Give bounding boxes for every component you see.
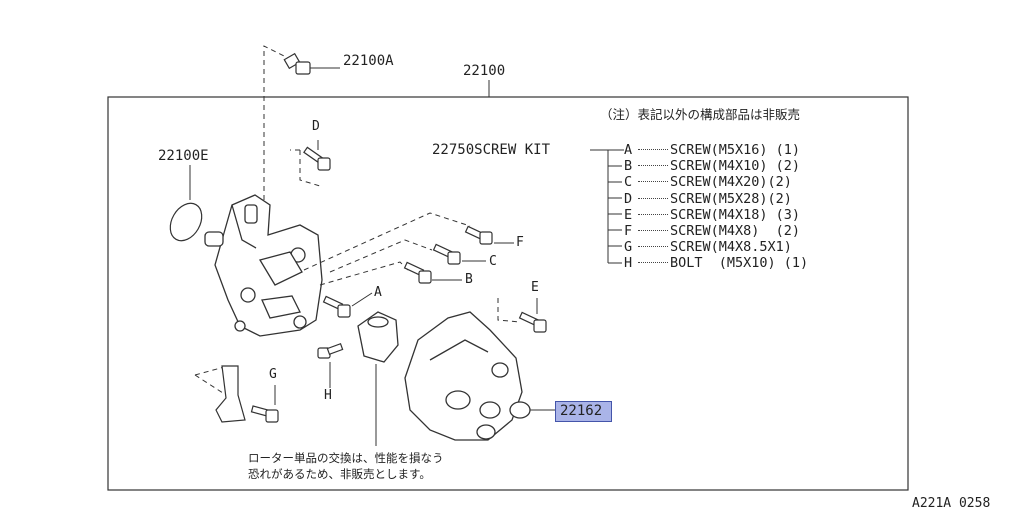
bolt-22100a-icon xyxy=(283,52,311,75)
callout-b: B xyxy=(465,272,473,287)
callout-a: A xyxy=(374,285,382,300)
dotted-leader xyxy=(638,165,668,167)
screw-kit-item[interactable]: G SCREW(M4X8.5X1) xyxy=(624,240,792,254)
screw-kit-desc: SCREW(M5X28)(2) xyxy=(670,190,792,207)
screw-kit-item[interactable]: F SCREW(M4X8) (2) xyxy=(624,224,800,238)
callout-d: D xyxy=(312,119,320,134)
figure-code: A221A 0258 xyxy=(912,496,991,511)
screw-kit-item[interactable]: D SCREW(M5X28)(2) xyxy=(624,192,792,206)
screw-kit-letter: H xyxy=(624,255,633,272)
screw-kit-item[interactable]: E SCREW(M4X18) (3) xyxy=(624,208,800,222)
screw-kit-desc: BOLT (M5X10) (1) xyxy=(670,255,809,272)
screw-kit-desc: SCREW(M4X8.5X1) xyxy=(670,239,792,256)
screw-kit-letter: C xyxy=(624,174,633,191)
distributor-housing-icon xyxy=(204,194,323,337)
dotted-leader xyxy=(638,262,668,264)
screw-kit-letter: E xyxy=(624,206,633,223)
screw-e-icon xyxy=(518,311,547,333)
callout-f: F xyxy=(516,235,524,250)
label-screw-kit[interactable]: 22750SCREW KIT xyxy=(432,142,551,158)
screw-b-icon xyxy=(403,261,432,284)
note-header: （注）表記以外の構成部品は非販売 xyxy=(600,107,801,122)
rotor-note-line1: ローター単品の交換は、性能を損なう xyxy=(248,451,444,465)
screw-kit-item[interactable]: A SCREW(M5X16) (1) xyxy=(624,143,800,157)
screw-c-icon xyxy=(432,243,461,265)
dotted-leader xyxy=(638,197,668,199)
screw-kit-item[interactable]: H BOLT (M5X10) (1) xyxy=(624,256,808,270)
screw-kit-letter: B xyxy=(624,158,633,175)
assembly-frame xyxy=(107,96,909,491)
screw-a-icon xyxy=(322,295,351,318)
distributor-cap-icon xyxy=(404,311,531,441)
callout-c: C xyxy=(489,254,497,269)
screw-kit-letter: D xyxy=(624,190,633,207)
callout-h: H xyxy=(324,388,332,403)
screw-d-icon xyxy=(303,146,331,171)
label-22100a[interactable]: 22100A xyxy=(343,53,394,69)
screw-g-icon xyxy=(250,405,279,423)
screw-kit-desc: SCREW(M5X16) (1) xyxy=(670,142,801,158)
dotted-leader xyxy=(638,213,668,215)
callout-g: G xyxy=(269,367,277,382)
label-22100[interactable]: 22100 xyxy=(463,63,506,79)
screw-kit-desc: SCREW(M4X10) (2) xyxy=(670,158,801,175)
screw-kit-item[interactable]: C SCREW(M4X20)(2) xyxy=(624,175,792,189)
rotor-note-line2: 恐れがあるため、非販売とします。 xyxy=(248,467,431,481)
dotted-leader xyxy=(638,181,668,183)
screw-kit-item[interactable]: B SCREW(M4X10) (2) xyxy=(624,159,800,173)
screw-kit-desc: SCREW(M4X8) (2) xyxy=(670,223,801,239)
top-bolt-leader xyxy=(263,45,289,200)
callout-e: E xyxy=(531,280,539,295)
highlight-box xyxy=(555,401,612,422)
dotted-leader xyxy=(638,149,668,150)
screw-kit-desc: SCREW(M4X18) (3) xyxy=(670,206,801,223)
dotted-leader xyxy=(638,246,668,248)
screw-kit-desc: SCREW(M4X20)(2) xyxy=(670,174,792,191)
screw-kit-letter: G xyxy=(624,239,633,256)
screw-f-icon xyxy=(464,225,493,245)
kit-tree xyxy=(590,149,624,264)
bolt-h-icon xyxy=(317,343,344,359)
rotor-icon xyxy=(357,311,399,363)
screw-kit-letter: F xyxy=(624,223,633,239)
bracket-icon xyxy=(215,365,246,423)
dotted-leader xyxy=(638,230,668,231)
screw-kit-letter: A xyxy=(624,142,633,158)
o-ring-icon xyxy=(169,202,203,242)
label-22162[interactable]: 22162 xyxy=(560,403,603,419)
label-22100e[interactable]: 22100E xyxy=(158,148,209,164)
